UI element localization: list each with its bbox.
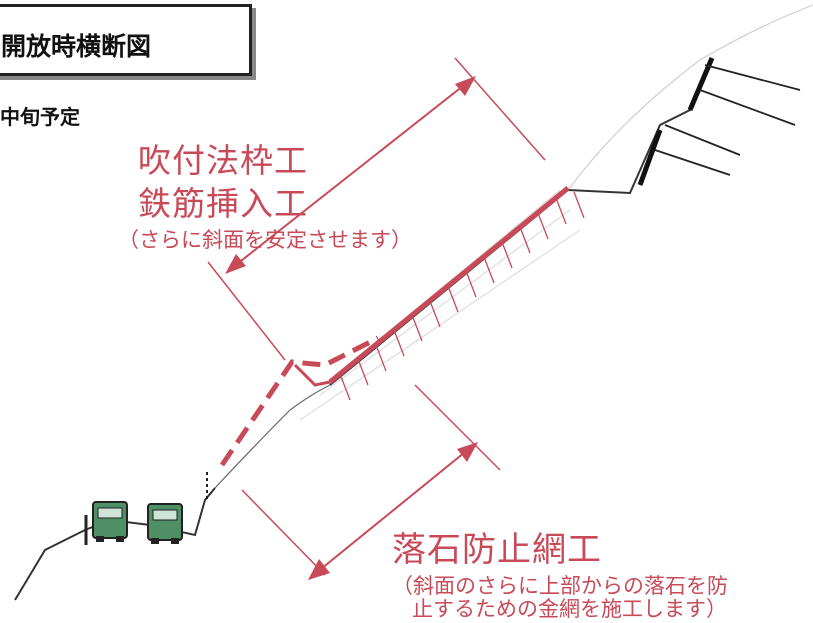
ground-profile-thin xyxy=(214,384,331,489)
schedule-label: 中旬予定 xyxy=(0,105,80,129)
upper-work-line1: 吹付法枠工 xyxy=(138,141,308,180)
ground-profile-left xyxy=(14,487,216,601)
anchor-bars xyxy=(654,64,801,176)
vehicle-right-icon xyxy=(147,503,183,544)
upper-work-note: （さらに斜面を安定させます） xyxy=(118,228,412,252)
vehicle-left-icon xyxy=(92,501,128,542)
lower-work-note-line2: 止するための金網を施工します） xyxy=(412,597,727,621)
lower-work-name: 落石防止網工 xyxy=(392,530,602,570)
rebar-hatching xyxy=(339,191,585,401)
upper-slope-faint-outline xyxy=(567,4,813,191)
planned-excavation-dashed xyxy=(219,335,380,467)
upper-extent-arrow xyxy=(207,57,546,361)
title-box: 開放時横断図 xyxy=(0,4,252,76)
upper-work-line2: 鉄筋挿入工 xyxy=(138,184,308,223)
lower-extent-arrow xyxy=(241,384,501,580)
upper-wall-1 xyxy=(637,129,663,186)
lower-work-note-line1: （斜面のさらに上部からの落石を防 xyxy=(392,574,728,598)
sprayed-frame-line xyxy=(328,186,570,384)
planned-excavation-corner xyxy=(293,363,331,387)
page-title: 開放時横断図 xyxy=(1,32,152,61)
